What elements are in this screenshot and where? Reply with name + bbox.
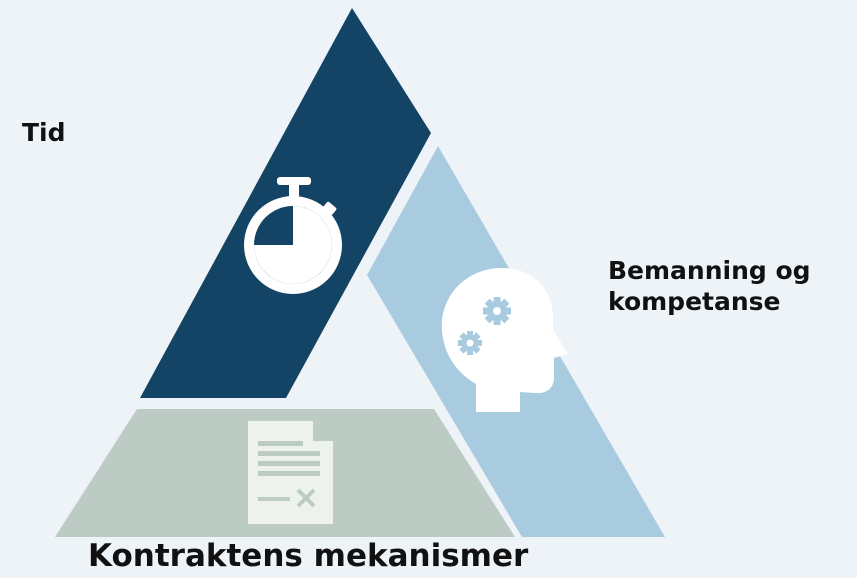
stopwatch-icon <box>244 177 342 294</box>
contract-label: Kontraktens mekanismer <box>88 538 529 574</box>
head-gears-icon <box>441 268 568 412</box>
staffing-label-line1: Bemanning og <box>608 256 811 285</box>
staffing-label: Bemanning og kompetanse <box>608 255 811 317</box>
contract-document-icon <box>248 421 333 524</box>
staffing-label-line2: kompetanse <box>608 287 781 316</box>
time-label: Tid <box>22 118 66 147</box>
